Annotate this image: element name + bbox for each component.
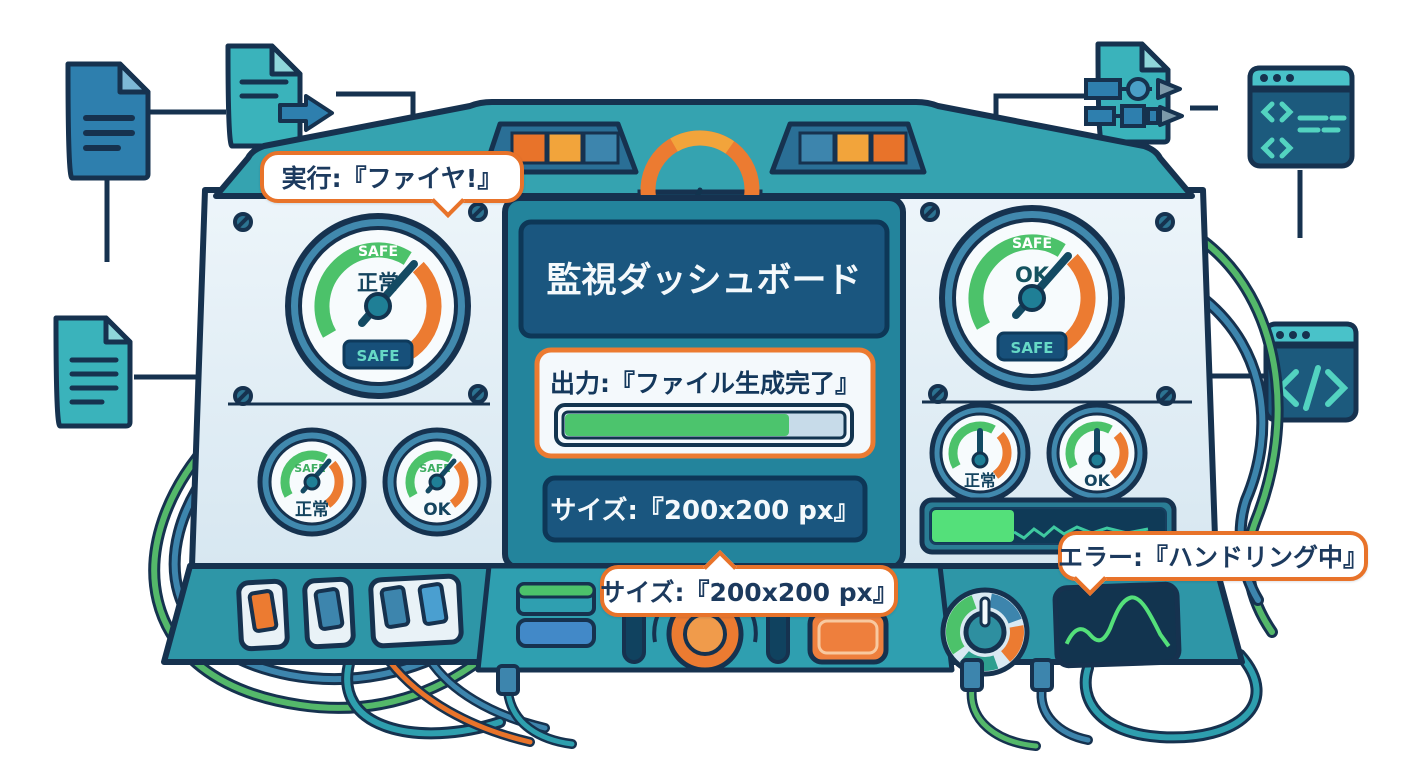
toggle-switch-1[interactable] (236, 578, 290, 652)
callout-exec-text: 実行:『ファイヤ!』 (281, 164, 503, 193)
blue-button[interactable] (516, 618, 596, 648)
gauge-badge (996, 331, 1068, 362)
waveform-screen (1052, 581, 1182, 669)
indicator-light (834, 131, 872, 165)
progress-fill (565, 414, 789, 436)
gauge-label: OK (1084, 471, 1111, 490)
gauge-left-small-1: SAFE 正常 (257, 427, 367, 537)
gauge-left-large: SAFE 正常 SAFE (285, 213, 471, 399)
cable-plugs (496, 658, 1093, 751)
gauge-right-small-2: OK (1046, 402, 1148, 504)
level-fill (932, 510, 1014, 542)
dashboard-title: 監視ダッシュボード (546, 261, 861, 301)
output-box: 出力:『ファイル生成完了』 (534, 347, 876, 459)
toggle-switch-double[interactable] (368, 573, 464, 649)
gauge-right-large: SAFE OK SAFE (939, 205, 1125, 391)
gauge-label: 正常 (964, 471, 996, 490)
output-label: 出力:『ファイル生成完了』 (550, 369, 860, 398)
gauge-badge (342, 339, 414, 370)
toggle-switch-2[interactable] (302, 576, 356, 650)
code-window-icon (1247, 65, 1355, 169)
callout-error-text: エラー:『ハンドリング中』 (1058, 543, 1368, 572)
gauge-label: 正常 (295, 499, 329, 520)
header-indicator-right (769, 121, 927, 175)
gauge-right-small-1: 正常 (929, 402, 1031, 504)
callout-size-text: サイズ:『200x200 px』 (600, 578, 898, 607)
size-box (542, 475, 868, 543)
size-label: サイズ:『200x200 px』 (550, 495, 859, 526)
knob-pointer (979, 596, 991, 628)
gauge-badge-label: SAFE (1011, 339, 1054, 357)
pipeline-doc-icon (1084, 41, 1184, 145)
toggle-handle[interactable] (417, 582, 449, 626)
gauge-arc-label: SAFE (358, 244, 398, 260)
gauge-badge-label: SAFE (357, 347, 400, 365)
progress-bar (554, 403, 854, 447)
document-lines-icon (53, 315, 133, 429)
indicator-light (546, 131, 584, 165)
indicator-light (870, 131, 908, 165)
title-box (518, 219, 890, 339)
code-tag-window-icon (1263, 321, 1359, 423)
document-export-icon (225, 43, 334, 149)
center-console-controls (516, 580, 889, 673)
indicator-light (798, 131, 836, 165)
document-icon (65, 61, 151, 181)
indicator-light (582, 131, 620, 165)
gauge-left-small-2: SAFE OK (382, 427, 492, 537)
screws (233, 202, 1176, 406)
knob[interactable] (940, 587, 1030, 677)
gauge-arc-label: SAFE (1012, 236, 1052, 252)
callout-error: エラー:『ハンドリング中』 (1058, 531, 1368, 596)
toggle-handle[interactable] (247, 589, 279, 633)
gauge-label: OK (423, 500, 451, 520)
toggle-handle[interactable] (313, 587, 345, 631)
callout-size: サイズ:『200x200 px』 (600, 550, 898, 617)
waveform-line (1064, 595, 1171, 648)
toggle-handle[interactable] (379, 585, 411, 629)
center-panel: 監視ダッシュボード 出力:『ファイル生成完了』 サイズ:『200x200 px』 (502, 195, 906, 571)
green-button-top (516, 582, 596, 599)
big-round-button-center[interactable] (683, 612, 727, 656)
callout-exec: 実行:『ファイヤ!』 (260, 151, 524, 218)
